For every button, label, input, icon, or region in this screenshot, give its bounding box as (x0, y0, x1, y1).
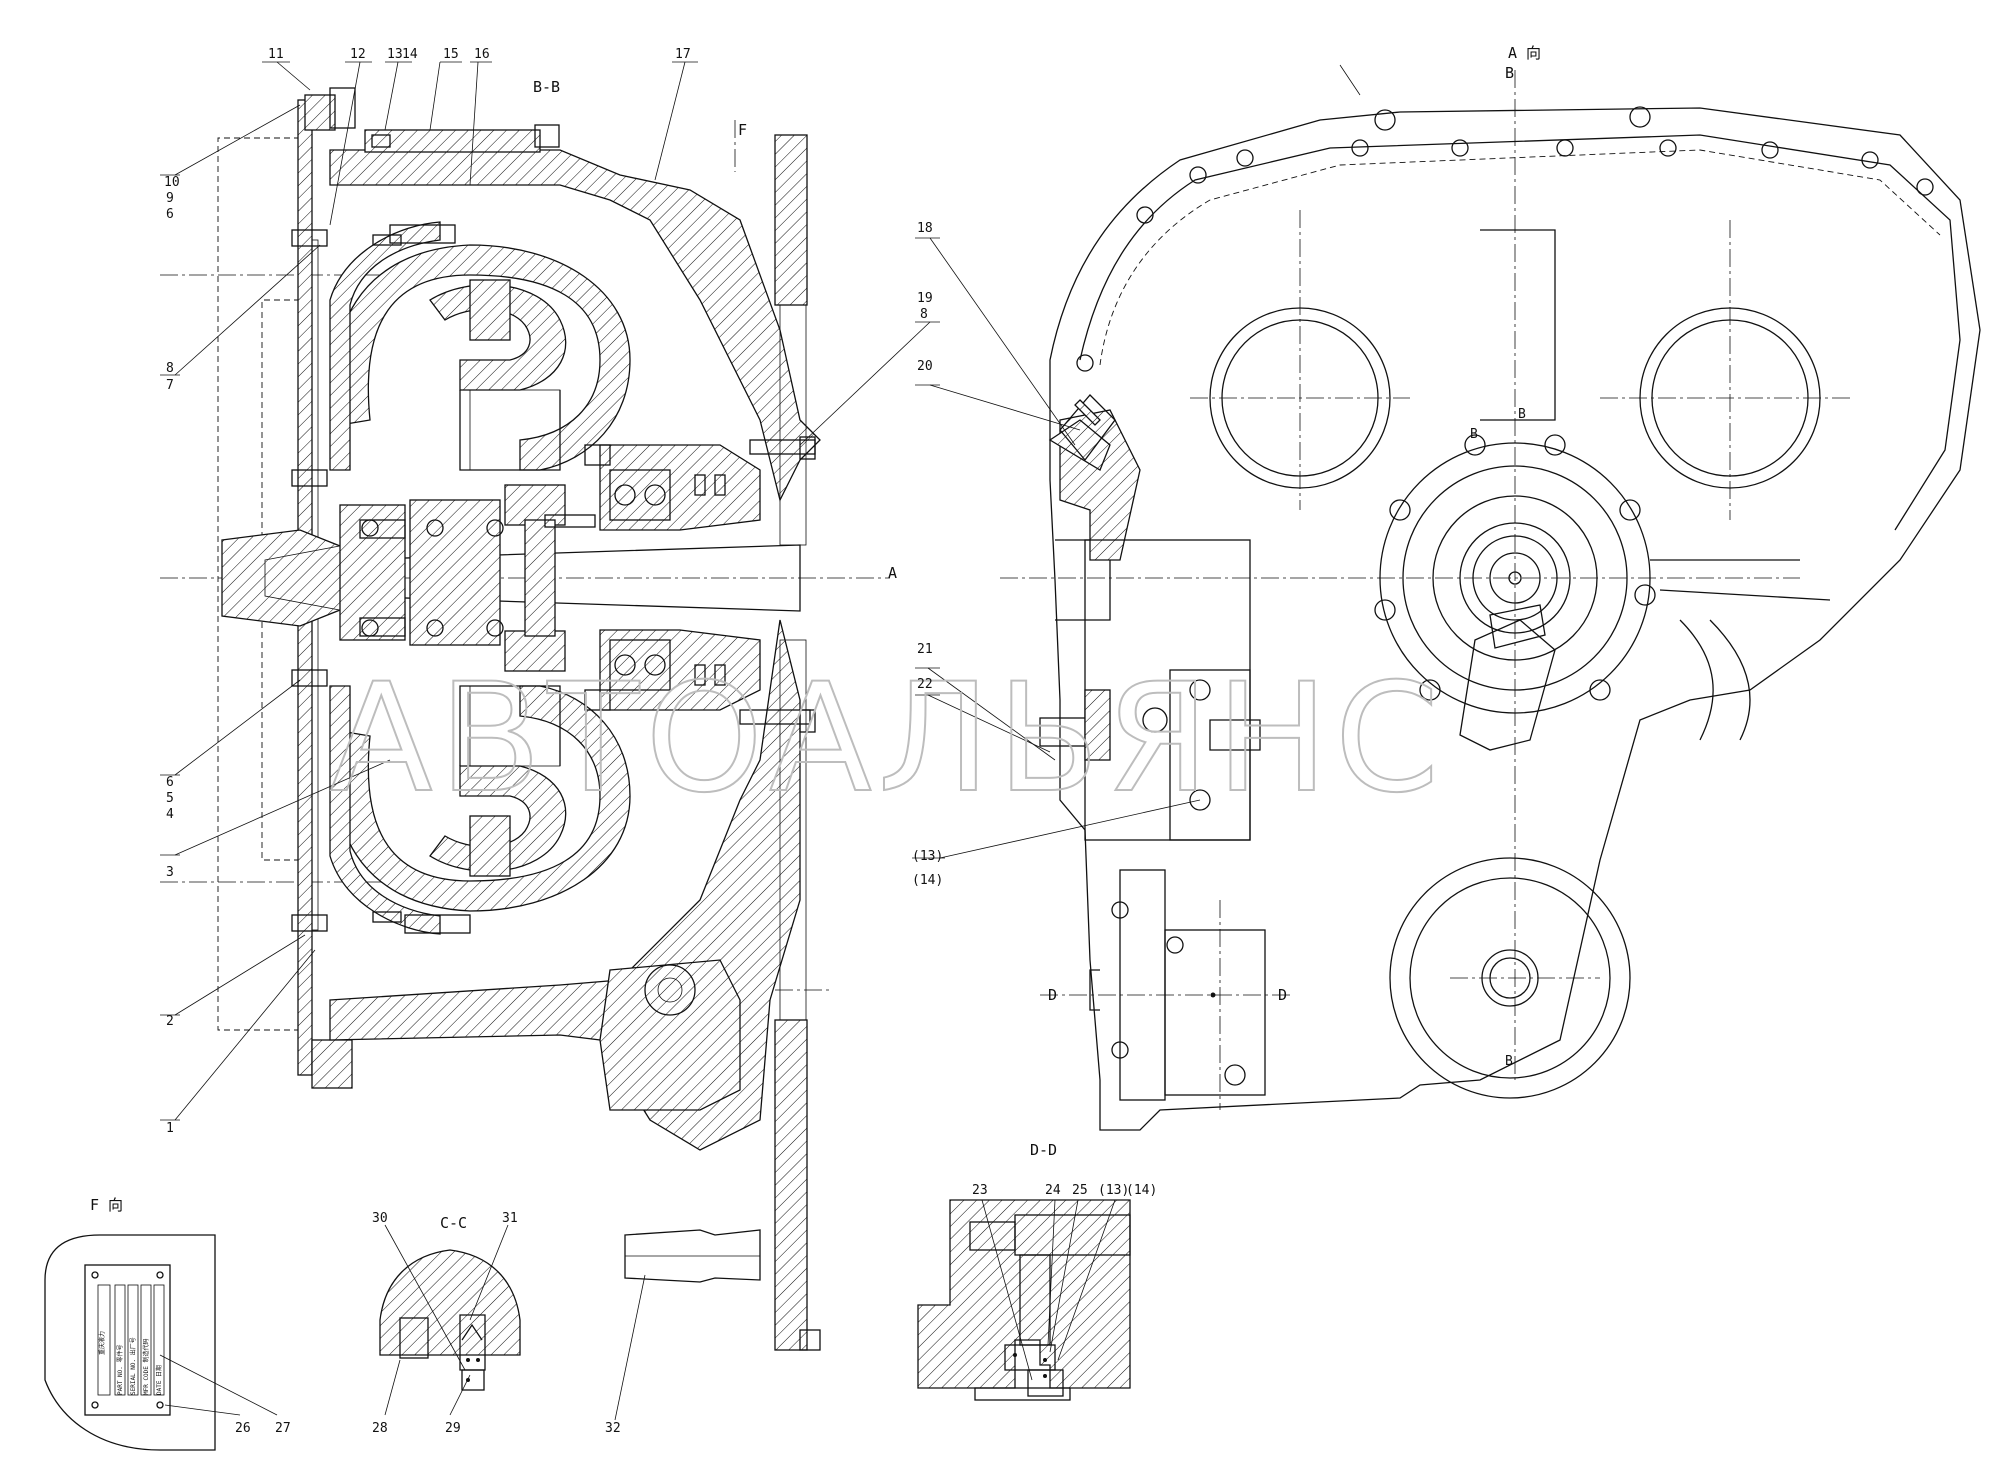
section-mark-b-small-2: B (1470, 427, 1478, 442)
section-mark-b-small-1: B (1518, 407, 1526, 422)
section-dd-view (917, 1199, 1131, 1401)
view-arrow-a: A (888, 564, 897, 582)
callout-30: 30 (372, 1211, 388, 1226)
callout-11: 11 (268, 47, 284, 62)
callout-28: 28 (372, 1421, 388, 1436)
callout-3: 3 (166, 865, 174, 880)
leader-lines (159, 61, 1361, 1421)
callout-6: 6 (166, 775, 174, 790)
callout-numbers: 11 12 13 14 15 16 17 10 9 6 8 7 6 5 4 3 … (164, 47, 1157, 1436)
nameplate-row-4: DATE 日期 (155, 1365, 163, 1395)
nameplate-row-3: MFR CODE 制造代码 (142, 1338, 150, 1395)
callout-14-paren: (14) (912, 873, 943, 888)
nameplate-text: 重庆液力 PART NO. 零件号 SERIAL NO. 出厂号 MFR COD… (98, 1331, 163, 1395)
section-label-dd: D-D (1030, 1141, 1057, 1159)
callout-19: 19 (917, 291, 933, 306)
section-bb-view (160, 87, 890, 1351)
callout-25: 25 (1072, 1183, 1088, 1198)
callout-2: 2 (166, 1014, 174, 1029)
callout-17: 17 (675, 47, 691, 62)
callout-13-paren: (13) (912, 849, 943, 864)
view-arrow-f: F (738, 121, 747, 139)
view-a-housing (1000, 70, 1981, 1131)
callout-22: 22 (917, 677, 933, 692)
nameplate-row-1: PART NO. 零件号 (116, 1344, 124, 1395)
callout-10: 10 (164, 175, 180, 190)
callout-1: 1 (166, 1121, 174, 1136)
section-mark-d-left: D (1048, 986, 1057, 1004)
section-mark-d-right: D (1278, 986, 1287, 1004)
callout-4: 4 (166, 807, 174, 822)
section-label-cc: C-C (440, 1214, 467, 1232)
section-mark-b-small-3: B (1505, 1054, 1513, 1069)
nameplate-brand: 重庆液力 (98, 1331, 106, 1355)
callout-24: 24 (1045, 1183, 1061, 1198)
callout-29: 29 (445, 1421, 461, 1436)
callout-18: 18 (917, 221, 933, 236)
section-mark-b-top: B (1505, 64, 1514, 82)
callout-13: 13 (387, 47, 403, 62)
callout-14: 14 (402, 47, 418, 62)
callout-15: 15 (443, 47, 459, 62)
callout-7: 7 (166, 378, 174, 393)
callout-16: 16 (474, 47, 490, 62)
callout-5: 5 (166, 791, 174, 806)
callout-9: 9 (166, 191, 174, 206)
callout-21: 21 (917, 642, 933, 657)
callout-8: 8 (166, 361, 174, 376)
callout-8-box: 8 (920, 307, 928, 322)
nameplate-row-2: SERIAL NO. 出厂号 (129, 1337, 137, 1395)
section-label-bb: B-B (533, 78, 560, 96)
callout-13-dd: (13) (1098, 1183, 1129, 1198)
callout-31: 31 (502, 1211, 518, 1226)
callout-6-box: 6 (166, 207, 174, 222)
callout-14-dd: (14) (1126, 1183, 1157, 1198)
view-label-a: A 向 (1508, 44, 1541, 62)
callout-32: 32 (605, 1421, 621, 1436)
callout-23: 23 (972, 1183, 988, 1198)
view-label-f: F 向 (90, 1196, 123, 1214)
watermark: АВТОАЛЬЯНС (330, 652, 1445, 826)
callout-12: 12 (350, 47, 366, 62)
callout-26: 26 (235, 1421, 251, 1436)
callout-20: 20 (917, 359, 933, 374)
view-f-nameplate (44, 1234, 216, 1451)
section-cc-view (379, 1249, 521, 1391)
callout-27: 27 (275, 1421, 291, 1436)
